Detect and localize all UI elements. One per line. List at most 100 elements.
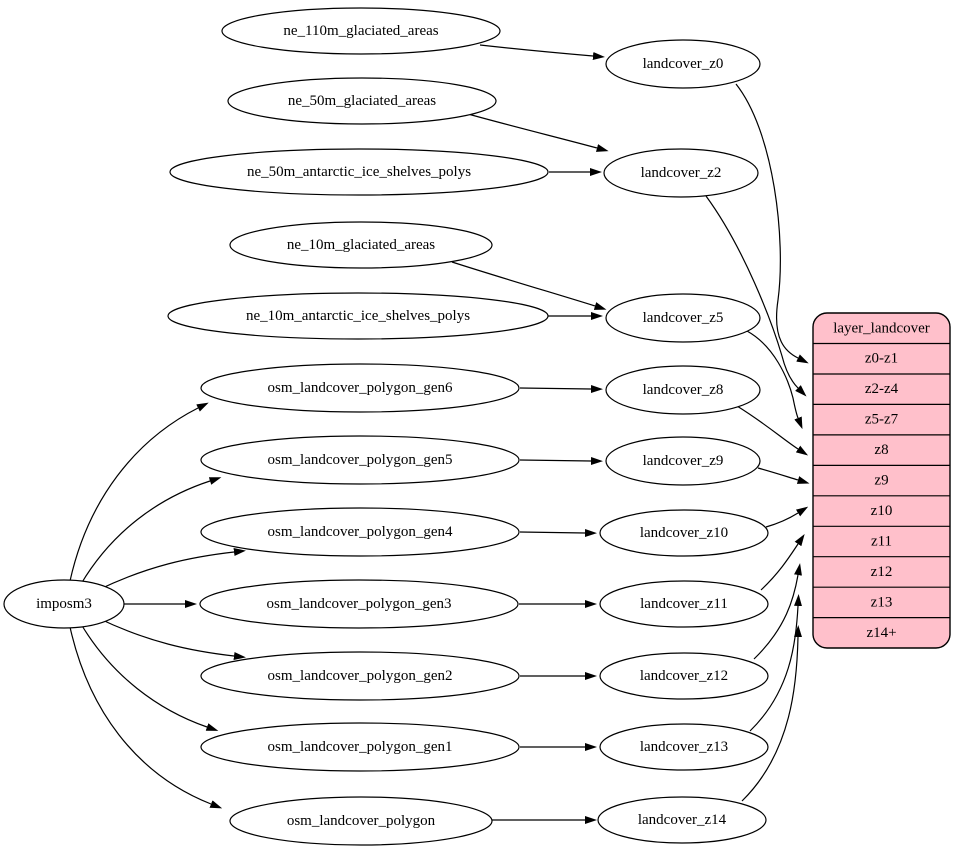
node-landcover-z8-label: landcover_z8 xyxy=(643,382,724,398)
node-landcover-z9: landcover_z9 xyxy=(605,436,761,486)
node-osm-landcover-polygon-gen5: osm_landcover_polygon_gen5 xyxy=(200,435,520,485)
node-landcover-z13-label: landcover_z13 xyxy=(640,739,728,755)
node-osm-landcover-polygon-shape xyxy=(229,796,493,846)
node-landcover-z12: landcover_z12 xyxy=(599,652,769,700)
edge-layer xyxy=(69,44,810,824)
node-imposm3-shape xyxy=(3,579,125,629)
node-ne-50m-glaciated-areas-shape xyxy=(227,77,497,125)
node-landcover-z2-shape xyxy=(603,148,759,198)
table-row-z10: z10 xyxy=(871,503,893,519)
edge-imposm3-to-gen2 xyxy=(97,617,246,660)
node-osm-landcover-polygon-gen3-label: osm_landcover_polygon_gen3 xyxy=(267,596,452,612)
node-landcover-z2: landcover_z2 xyxy=(603,148,759,198)
edge-z12-to-row-z12 xyxy=(753,563,802,660)
node-osm-landcover-polygon-gen5-shape xyxy=(200,435,520,485)
node-osm-landcover-polygon-gen4-shape xyxy=(200,507,520,557)
node-imposm3: imposm3 xyxy=(3,579,125,629)
edge-imposm3-to-polygon xyxy=(69,626,223,809)
node-osm-landcover-polygon-gen4-label: osm_landcover_polygon_gen4 xyxy=(268,524,453,540)
node-osm-landcover-polygon-gen2-label: osm_landcover_polygon_gen2 xyxy=(268,668,453,684)
node-landcover-z9-shape xyxy=(605,436,761,486)
node-landcover-z14-label: landcover_z14 xyxy=(638,812,727,828)
table-row-z11: z11 xyxy=(871,533,892,549)
node-osm-landcover-polygon-gen1-shape xyxy=(200,722,520,772)
edge-gen4-to-z10 xyxy=(519,529,597,537)
node-landcover-z9-label: landcover_z9 xyxy=(643,453,724,469)
node-landcover-z12-label: landcover_z12 xyxy=(640,668,728,684)
edge-gen6-to-z8 xyxy=(519,385,603,393)
node-landcover-z0: landcover_z0 xyxy=(605,39,761,89)
node-landcover-z5: landcover_z5 xyxy=(605,293,761,343)
layer-landcover-table: layer_landcover z0-z1 z2-z4 z5-z7 z8 z9 … xyxy=(812,312,951,649)
node-osm-landcover-polygon-gen2: osm_landcover_polygon_gen2 xyxy=(200,651,520,701)
edge-imposm3-to-gen6 xyxy=(69,402,209,582)
node-ne-10m-glaciated-areas-label: ne_10m_glaciated_areas xyxy=(287,237,435,253)
node-imposm3-label: imposm3 xyxy=(36,596,92,612)
node-landcover-z8: landcover_z8 xyxy=(605,365,761,415)
node-osm-landcover-polygon-label: osm_landcover_polygon xyxy=(287,813,436,829)
node-landcover-z11-shape xyxy=(599,580,769,628)
node-landcover-z13-shape xyxy=(599,723,769,771)
node-ne-10m-antarctic-ice-shelves-polys: ne_10m_antarctic_ice_shelves_polys xyxy=(167,292,549,340)
node-landcover-z11-label: landcover_z11 xyxy=(640,596,728,612)
edge-z13-to-row-z13 xyxy=(749,594,802,732)
node-landcover-z13: landcover_z13 xyxy=(599,723,769,771)
node-ne-110m-glaciated-areas-label: ne_110m_glaciated_areas xyxy=(283,23,438,39)
node-osm-landcover-polygon-gen1-label: osm_landcover_polygon_gen1 xyxy=(268,739,453,755)
node-osm-landcover-polygon-gen5-label: osm_landcover_polygon_gen5 xyxy=(268,452,453,468)
node-landcover-z14-shape xyxy=(597,796,767,844)
node-ne-10m-antarctic-ice-shelves-polys-label: ne_10m_antarctic_ice_shelves_polys xyxy=(246,308,470,324)
table-row-z0-z1: z0-z1 xyxy=(865,351,898,367)
edge-imposm3-to-gen1 xyxy=(80,623,219,731)
layer-landcover-table-title: layer_landcover xyxy=(833,320,930,336)
node-osm-landcover-polygon-gen1: osm_landcover_polygon_gen1 xyxy=(200,722,520,772)
node-ne-50m-glaciated-areas: ne_50m_glaciated_areas xyxy=(227,77,497,125)
node-landcover-z2-label: landcover_z2 xyxy=(641,165,722,181)
layer-landcover-table-outline xyxy=(812,312,951,649)
edge-z2-to-row-z2-z4 xyxy=(705,195,807,397)
node-ne-50m-antarctic-ice-shelves-polys-label: ne_50m_antarctic_ice_shelves_polys xyxy=(247,164,471,180)
node-landcover-z10: landcover_z10 xyxy=(599,509,769,557)
node-ne-10m-glaciated-areas-shape xyxy=(229,221,493,269)
node-osm-landcover-polygon-gen6: osm_landcover_polygon_gen6 xyxy=(200,363,520,413)
node-landcover-z12-shape xyxy=(599,652,769,700)
edge-gen5-to-z9 xyxy=(519,457,603,465)
node-osm-landcover-polygon-gen3: osm_landcover_polygon_gen3 xyxy=(199,579,519,629)
node-ne-110m-glaciated-areas-shape xyxy=(221,7,501,55)
node-osm-landcover-polygon-gen6-shape xyxy=(200,363,520,413)
edge-z9-to-row-z9 xyxy=(757,467,810,484)
table-row-z2-z4: z2-z4 xyxy=(865,381,899,397)
node-landcover-z10-label: landcover_z10 xyxy=(640,525,728,541)
edge-z0-to-row-z0-z1 xyxy=(735,83,809,364)
node-ne-50m-glaciated-areas-label: ne_50m_glaciated_areas xyxy=(288,93,436,109)
node-landcover-z5-label: landcover_z5 xyxy=(643,310,724,326)
edge-z11-to-row-z11 xyxy=(760,534,805,591)
node-ne-10m-glaciated-areas: ne_10m_glaciated_areas xyxy=(229,221,493,269)
edge-imposm3-to-gen4 xyxy=(97,548,246,591)
edge-ne110m-to-z0 xyxy=(479,44,605,60)
node-landcover-z11: landcover_z11 xyxy=(599,580,769,628)
table-row-z13: z13 xyxy=(871,594,893,610)
edge-ne50m-glaciated-to-z2 xyxy=(467,113,609,152)
node-ne-50m-antarctic-ice-shelves-polys: ne_50m_antarctic_ice_shelves_polys xyxy=(169,148,549,196)
table-row-z9: z9 xyxy=(874,473,888,489)
edge-z8-to-row-z8 xyxy=(736,405,809,456)
table-row-z12: z12 xyxy=(871,564,893,580)
node-ne-10m-antarctic-ice-shelves-polys-shape xyxy=(167,292,549,340)
table-row-z8: z8 xyxy=(874,442,888,458)
edge-z14-to-row-z14plus xyxy=(741,625,802,802)
node-landcover-z14: landcover_z14 xyxy=(597,796,767,844)
node-landcover-z8-shape xyxy=(605,365,761,415)
node-osm-landcover-polygon-gen3-shape xyxy=(199,579,519,629)
edge-imposm3-to-gen5 xyxy=(80,477,222,585)
edge-z5-to-row-z5-z7 xyxy=(746,330,803,430)
node-osm-landcover-polygon-gen2-shape xyxy=(200,651,520,701)
node-osm-landcover-polygon-gen4: osm_landcover_polygon_gen4 xyxy=(200,507,520,557)
edge-z10-to-row-z10 xyxy=(765,506,809,528)
node-osm-landcover-polygon-gen6-label: osm_landcover_polygon_gen6 xyxy=(268,380,453,396)
node-landcover-z10-shape xyxy=(599,509,769,557)
node-osm-landcover-polygon: osm_landcover_polygon xyxy=(229,796,493,846)
node-landcover-z0-label: landcover_z0 xyxy=(643,56,724,72)
